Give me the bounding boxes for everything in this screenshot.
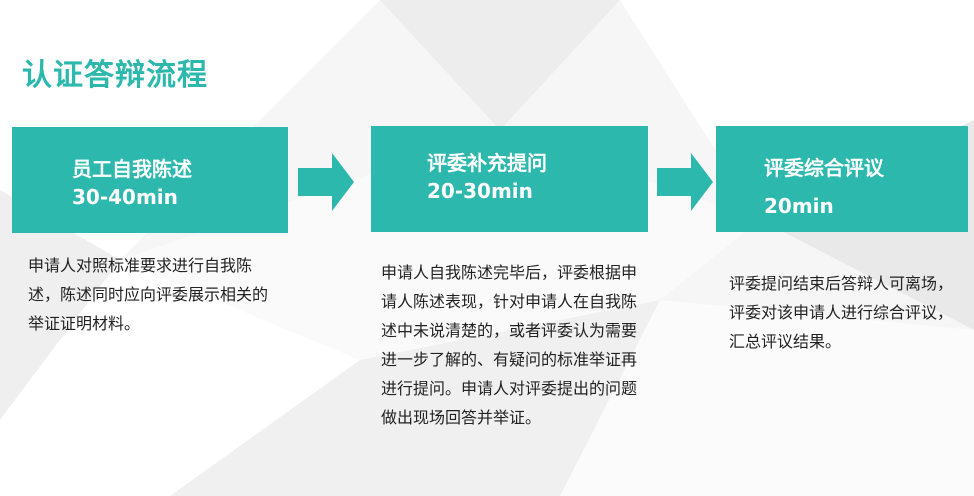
step-title: 员工自我陈述 — [72, 157, 192, 181]
right-arrow-icon — [298, 153, 354, 211]
step-box-self-statement: 员工自我陈述 30-40min — [12, 127, 288, 233]
step-title: 评委补充提问 — [427, 151, 547, 175]
step-box-comprehensive-review: 评委综合评议 20min — [716, 126, 968, 232]
step-duration: 30-40min — [72, 185, 178, 209]
step-duration: 20min — [764, 194, 834, 218]
step-duration: 20-30min — [427, 179, 533, 203]
step-description: 评委提问结束后答辩人可离场，评委对该申请人进行综合评议，汇总评议结果。 — [729, 274, 954, 351]
step-description: 申请人自我陈述完毕后，评委根据申请人陈述表现，针对申请人在自我陈述中未说清楚的，… — [381, 263, 638, 427]
page-title: 认证答辩流程 — [22, 58, 208, 93]
right-arrow-icon — [657, 153, 713, 211]
step-description: 申请人对照标准要求进行自我陈述，陈述同时应向评委展示相关的举证证明材料。 — [28, 256, 269, 333]
step-box-judge-questions: 评委补充提问 20-30min — [371, 126, 648, 232]
step-title: 评委综合评议 — [764, 156, 884, 180]
